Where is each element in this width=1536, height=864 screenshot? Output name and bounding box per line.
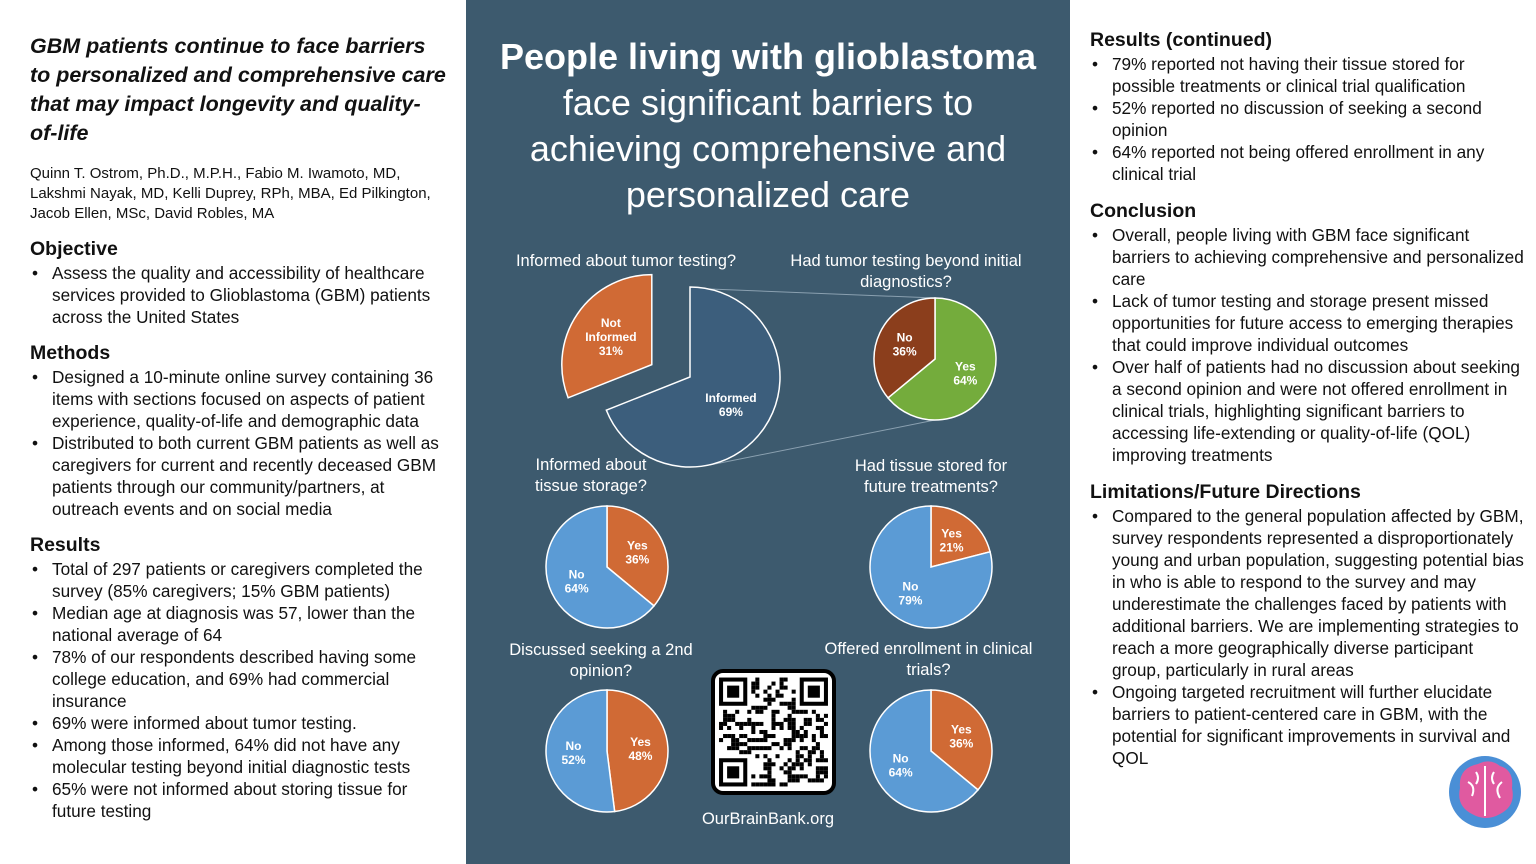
main-title-line-2: achieving comprehensive and: [529, 128, 1007, 169]
pie-slice-no: [545, 689, 616, 813]
pie-slice-informed: [605, 286, 781, 468]
chart-title-tumor-testing: Informed about tumor testing?: [515, 252, 737, 270]
pie-slice-no: [869, 505, 993, 629]
poster-subtitle: GBM patients continue to face barriers t…: [30, 34, 446, 145]
connector-line-top: [709, 288, 936, 299]
objective-heading: Objective: [30, 238, 118, 260]
list-item: Median age at diagnosis was 57, lower th…: [30, 602, 446, 646]
main-title-bold: People living with glioblastoma: [499, 36, 1037, 77]
chart-title-testing-beyond: Had tumor testing beyond initial diagnos…: [790, 252, 1022, 291]
website-link[interactable]: OurBrainBank.org: [701, 810, 835, 828]
authors: Quinn T. Ostrom, Ph.D., M.P.H., Fabio M.…: [30, 165, 431, 222]
pie-slice-yes: [930, 505, 991, 568]
list-item: Overall, people living with GBM face sig…: [1090, 224, 1524, 290]
list-item: Distributed to both current GBM patients…: [30, 432, 446, 520]
brain-bank-logo-icon: [1449, 756, 1521, 828]
list-item: Lack of tumor testing and storage presen…: [1090, 290, 1524, 356]
chart-title-second-opinion: Discussed seeking a 2nd opinion?: [509, 641, 693, 680]
pie-slice-no: [545, 505, 656, 629]
pie-slice-yes: [606, 689, 669, 813]
center-panel: People living with glioblastoma face sig…: [466, 0, 1070, 864]
main-title-line-1: face significant barriers to: [562, 82, 974, 123]
results-continued-list: 79% reported not having their tissue sto…: [1090, 53, 1524, 185]
pie-slice-not-informed: [561, 273, 653, 399]
conclusion-heading: Conclusion: [1090, 200, 1197, 222]
chart-title-clinical-trials: Offered enrollment in clinical trials?: [824, 640, 1033, 679]
left-column: GBM patients continue to face barriers t…: [0, 0, 466, 864]
methods-list: Designed a 10-minute online survey conta…: [30, 366, 446, 520]
limitations-heading: Limitations/Future Directions: [1090, 481, 1361, 503]
list-item: Compared to the general population affec…: [1090, 505, 1524, 681]
methods-heading: Methods: [30, 342, 111, 364]
list-item: 52% reported no discussion of seeking a …: [1090, 97, 1524, 141]
list-item: 78% of our respondents described having …: [30, 646, 446, 712]
pie-slice-yes: [886, 297, 997, 421]
results-list: Total of 297 patients or caregivers comp…: [30, 558, 446, 822]
list-item: 79% reported not having their tissue sto…: [1090, 53, 1524, 97]
main-title: People living with glioblastoma face sig…: [466, 34, 1070, 218]
pie-slice-yes: [606, 505, 669, 607]
right-column: Results (continued) 79% reported not hav…: [1070, 0, 1536, 864]
chart-title-tissue-storage: Informed about tissue storage?: [535, 456, 647, 495]
results-heading: Results: [30, 534, 101, 556]
list-item: Assess the quality and accessibility of …: [30, 262, 446, 328]
results-continued-heading: Results (continued): [1090, 29, 1273, 51]
objective-list: Assess the quality and accessibility of …: [30, 262, 446, 328]
list-item: Designed a 10-minute online survey conta…: [30, 366, 446, 432]
main-title-line-3: personalized care: [625, 174, 911, 215]
list-item: Over half of patients had no discussion …: [1090, 356, 1524, 466]
chart-title-tissue-stored: Had tissue stored for future treatments?: [854, 457, 1008, 496]
list-item: 69% were informed about tumor testing.: [30, 712, 446, 734]
pie-slice-no: [873, 297, 936, 399]
limitations-list: Compared to the general population affec…: [1090, 505, 1524, 769]
pie-slice-yes: [930, 689, 993, 791]
pie-slice-no: [869, 689, 980, 813]
list-item: 65% were not informed about storing tiss…: [30, 778, 446, 822]
list-item: Among those informed, 64% did not have a…: [30, 734, 446, 778]
list-item: 64% reported not being offered enrollmen…: [1090, 141, 1524, 185]
connector-line-bottom: [709, 419, 936, 466]
list-item: Ongoing targeted recruitment will furthe…: [1090, 681, 1524, 769]
list-item: Total of 297 patients or caregivers comp…: [30, 558, 446, 602]
conclusion-list: Overall, people living with GBM face sig…: [1090, 224, 1524, 466]
qr-code-icon[interactable]: [711, 669, 836, 795]
